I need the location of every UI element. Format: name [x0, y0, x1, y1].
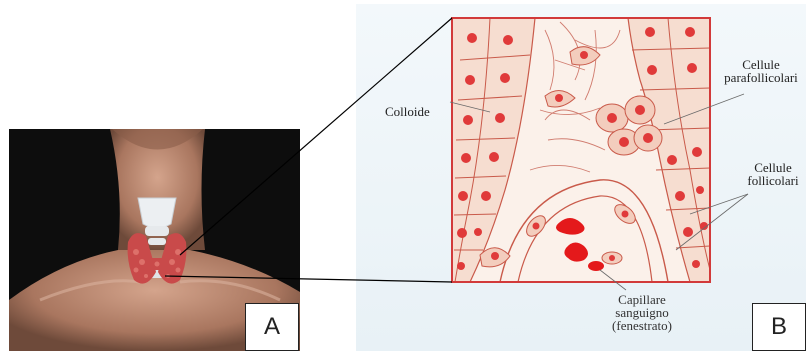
label-follicular-cells: Cellule follicolari	[740, 161, 806, 187]
label-follicular-line2: follicolari	[740, 174, 806, 187]
label-parafollicular-cells: Cellule parafollicolari	[716, 58, 806, 84]
label-parafollicular-line2: parafollicolari	[716, 71, 806, 84]
tissue-section	[452, 18, 710, 282]
panel-label-b: B	[752, 303, 806, 351]
label-colloid: Colloide	[385, 105, 430, 118]
panel-label-a: A	[245, 303, 299, 351]
label-capillary: Capillare sanguigno (fenestrato)	[592, 293, 692, 332]
panel-b-diagram	[356, 4, 806, 351]
label-capillary-line3: (fenestrato)	[592, 319, 692, 332]
